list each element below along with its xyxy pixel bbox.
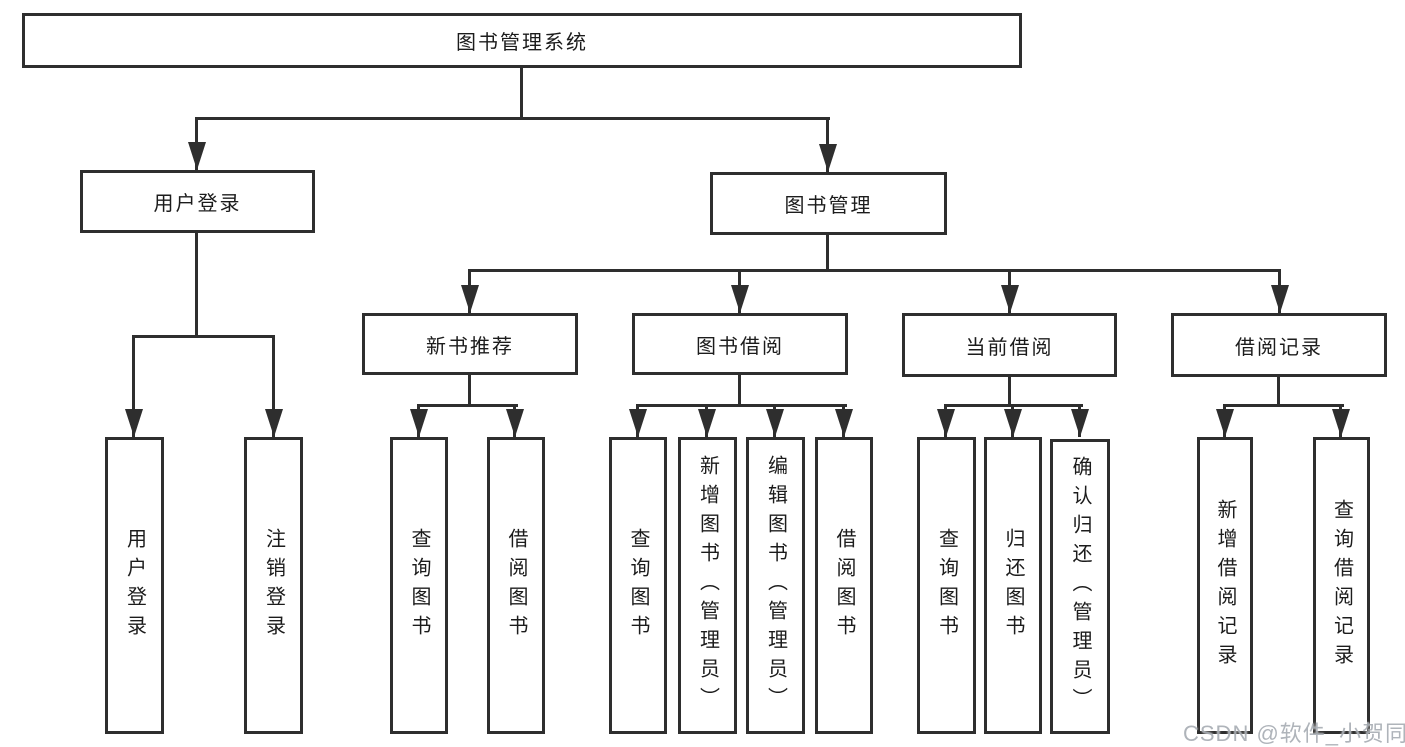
leaf-bb-borrow-books-label: 借阅图书	[833, 527, 855, 644]
node-book-borrow-label: 图书借阅	[696, 335, 784, 358]
leaf-cb-return-books: 归还图书	[984, 437, 1042, 734]
node-new-book-recommend-label: 新书推荐	[426, 335, 514, 358]
leaf-user-login-label: 用户登录	[123, 527, 146, 644]
connector-borrow-records-stem	[1277, 377, 1280, 406]
arrow-to-current-borrow	[1008, 271, 1011, 313]
arrow-to-bb-query	[636, 405, 639, 437]
arrow-to-bb-add	[705, 405, 708, 437]
csdn-watermark: CSDN @软件_小贺同学	[1183, 721, 1405, 746]
node-book-borrow: 图书借阅	[632, 313, 848, 375]
arrow-to-br-add	[1223, 405, 1226, 437]
leaf-br-add-record: 新增借阅记录	[1197, 437, 1253, 734]
connector-user-login-bus	[132, 335, 275, 338]
node-book-management: 图书管理	[710, 172, 947, 235]
leaf-nb-query-books-label: 查询图书	[408, 527, 430, 644]
connector-user-login-stem	[195, 233, 198, 336]
node-current-borrow-label: 当前借阅	[965, 336, 1054, 359]
connector-borrow-records-bus	[1223, 404, 1344, 407]
arrow-to-nb-query	[417, 405, 420, 437]
node-root-library-system: 图书管理系统	[22, 13, 1022, 68]
leaf-nb-query-books: 查询图书	[390, 437, 448, 734]
connector-current-borrow-stem	[1008, 377, 1011, 406]
arrow-to-user-login	[195, 118, 198, 170]
node-user-login: 用户登录	[80, 170, 315, 233]
node-current-borrow: 当前借阅	[902, 313, 1117, 377]
connector-book-borrow-bus	[636, 404, 847, 407]
connector-root-bus	[195, 117, 830, 120]
arrow-to-book-borrow	[738, 271, 741, 313]
leaf-br-query-record: 查询借阅记录	[1313, 437, 1370, 734]
leaf-bb-query-books-label: 查询图书	[627, 527, 649, 644]
arrow-to-new-book-recommend	[468, 271, 471, 313]
leaf-br-query-record-label: 查询借阅记录	[1330, 498, 1353, 673]
leaf-user-login: 用户登录	[105, 437, 164, 734]
node-new-book-recommend: 新书推荐	[362, 313, 578, 375]
node-root-label: 图书管理系统	[456, 32, 588, 54]
arrow-to-nb-borrow	[513, 405, 516, 437]
leaf-cb-return-books-label: 归还图书	[1002, 527, 1024, 644]
arrow-to-borrow-records	[1278, 271, 1281, 313]
node-user-login-label: 用户登录	[153, 193, 242, 215]
node-book-management-label: 图书管理	[784, 195, 873, 217]
node-borrow-records: 借阅记录	[1171, 313, 1387, 377]
leaf-bb-edit-books-admin-label: 编辑图书（管理员）	[764, 455, 787, 716]
connector-book-borrow-stem	[738, 375, 741, 406]
connector-book-management-bus	[468, 269, 1281, 272]
arrow-to-br-query	[1339, 405, 1342, 437]
leaf-nb-borrow-books-label: 借阅图书	[505, 527, 527, 644]
leaf-cb-query-books: 查询图书	[917, 437, 976, 734]
leaf-br-add-record-label: 新增借阅记录	[1214, 498, 1236, 673]
connector-new-book-stem	[468, 375, 471, 406]
arrow-to-leaf-logout	[272, 336, 275, 437]
arrow-to-cb-confirm	[1078, 405, 1081, 437]
arrow-to-leaf-user-login	[132, 336, 135, 437]
arrow-to-bb-borrow	[842, 405, 845, 437]
leaf-cb-query-books-label: 查询图书	[935, 527, 958, 644]
leaf-cb-confirm-return-admin: 确认归还（管理员）	[1050, 439, 1110, 734]
leaf-bb-borrow-books: 借阅图书	[815, 437, 873, 734]
leaf-bb-add-books-admin: 新增图书（管理员）	[678, 437, 737, 734]
leaf-bb-edit-books-admin: 编辑图书（管理员）	[746, 437, 805, 734]
leaf-bb-query-books: 查询图书	[609, 437, 667, 734]
arrow-to-cb-return	[1011, 405, 1014, 437]
leaf-logout: 注销登录	[244, 437, 303, 734]
leaf-nb-borrow-books: 借阅图书	[487, 437, 545, 734]
connector-root-stem	[520, 68, 523, 118]
leaf-logout-label: 注销登录	[262, 527, 285, 644]
node-borrow-records-label: 借阅记录	[1235, 336, 1323, 359]
arrow-to-book-management	[826, 118, 829, 172]
leaf-cb-confirm-return-admin-label: 确认归还（管理员）	[1069, 456, 1091, 717]
connector-book-management-stem	[826, 235, 829, 272]
connector-new-book-bus	[417, 404, 518, 407]
leaf-bb-add-books-admin-label: 新增图书（管理员）	[696, 455, 719, 716]
arrow-to-bb-edit	[773, 405, 776, 437]
arrow-to-cb-query	[944, 405, 947, 437]
